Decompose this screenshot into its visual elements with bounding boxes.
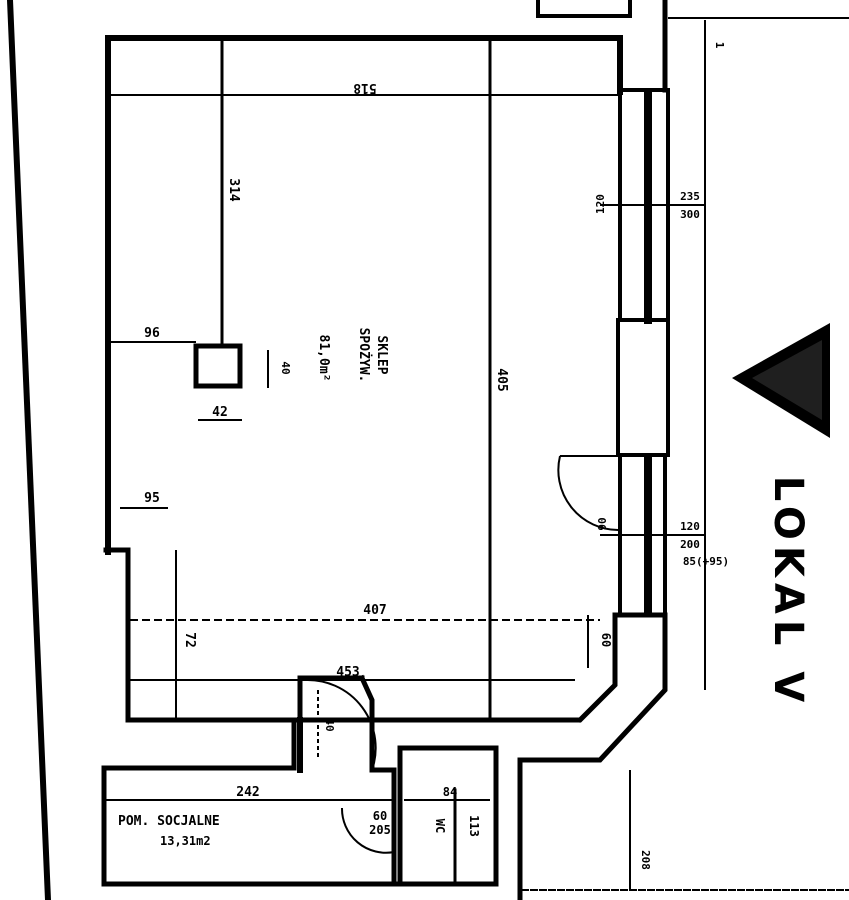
room-labels: SKLEP SPOŻYW. 81,0m² POM. SOCJALNE 13,31… (118, 328, 811, 848)
main-room-area: 81,0m² (316, 335, 331, 382)
dim-window-top-a: 120 (594, 194, 607, 214)
dim-wc-door-height: 205 (369, 823, 391, 837)
dim-wc-depth: 84 (443, 785, 457, 799)
north-arrow-icon (732, 323, 830, 438)
dim-window-top-c: 300 (680, 208, 700, 221)
dim-bottom-right: 208 (639, 850, 652, 870)
dim-aux-height: 113 (467, 815, 481, 837)
wc-label: WC (433, 819, 447, 833)
dimension-lines (106, 17, 849, 890)
dim-door-a: 90 (596, 517, 609, 530)
door-swings (304, 455, 619, 854)
aux-room-area: 13,31m2 (160, 834, 211, 848)
dim-pillar-offset: 96 (144, 326, 160, 341)
dim-right-height: 405 (494, 368, 509, 391)
aux-room-name: POM. SOCJALNE (118, 814, 220, 829)
dim-left-step: 95 (144, 491, 160, 506)
unit-label: LOKAL V (765, 476, 811, 708)
dim-passage: 40 (323, 718, 336, 731)
dim-aux-width: 242 (236, 785, 259, 800)
dim-window-mid-c: 85(+95) (683, 555, 729, 568)
main-room-line1: SKLEP (374, 335, 389, 374)
dim-pillar-width: 42 (212, 405, 228, 420)
dim-pillar-depth: 40 (279, 361, 292, 374)
dim-inner-width: 407 (363, 603, 386, 618)
dim-window-mid-b: 200 (680, 538, 700, 551)
dim-left-lower: 72 (182, 632, 197, 648)
dim-corner-small: 60 (599, 633, 613, 647)
dim-window-mid-a: 120 (680, 520, 700, 533)
dim-top-width: 518 (353, 80, 377, 95)
dim-window-top-b: 235 (680, 190, 700, 203)
dim-top-right-edge: 1 (713, 42, 726, 49)
main-room-line2: SPOŻYW. (356, 328, 372, 383)
dimension-labels: 518 314 96 42 40 95 407 72 453 405 60 12… (144, 42, 729, 870)
walls (6, 0, 849, 900)
dim-bottom-width: 453 (336, 665, 359, 680)
dim-wc-width: 60 (373, 809, 387, 823)
dim-left-height: 314 (226, 178, 241, 202)
